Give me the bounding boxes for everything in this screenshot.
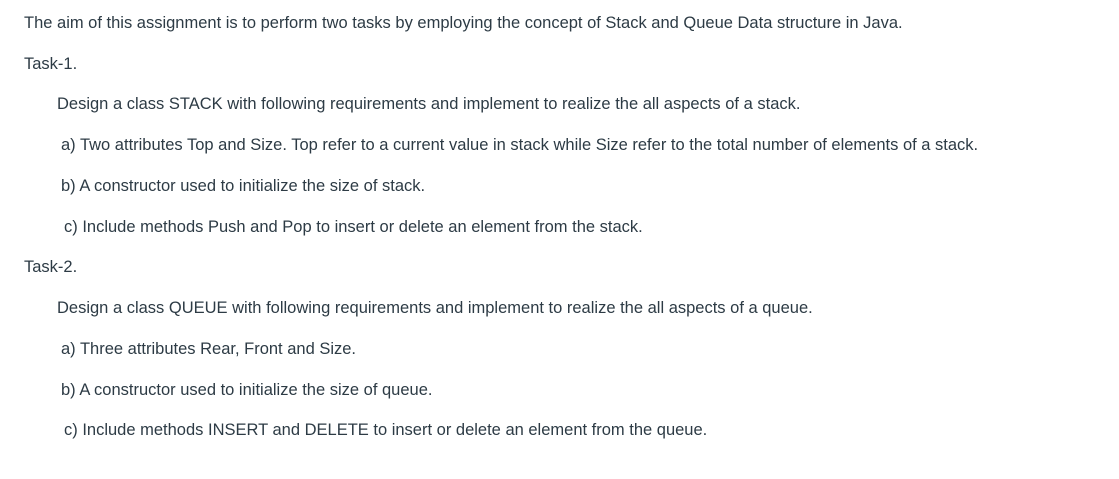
task2-item-b: b) A constructor used to initialize the …: [61, 381, 433, 399]
task1-item-a: a) Two attributes Top and Size. Top refe…: [61, 136, 979, 154]
intro-paragraph: The aim of this assignment is to perform…: [24, 14, 903, 32]
task1-item-b: b) A constructor used to initialize the …: [61, 177, 426, 195]
task1-heading: Task-1.: [24, 55, 78, 73]
task1-item-c: c) Include methods Push and Pop to inser…: [64, 218, 643, 236]
task1-description: Design a class STACK with following requ…: [57, 95, 801, 113]
task2-item-c: c) Include methods INSERT and DELETE to …: [64, 421, 708, 439]
task2-description: Design a class QUEUE with following requ…: [57, 299, 813, 317]
task2-item-a: a) Three attributes Rear, Front and Size…: [61, 340, 357, 358]
task2-heading: Task-2.: [24, 258, 78, 276]
